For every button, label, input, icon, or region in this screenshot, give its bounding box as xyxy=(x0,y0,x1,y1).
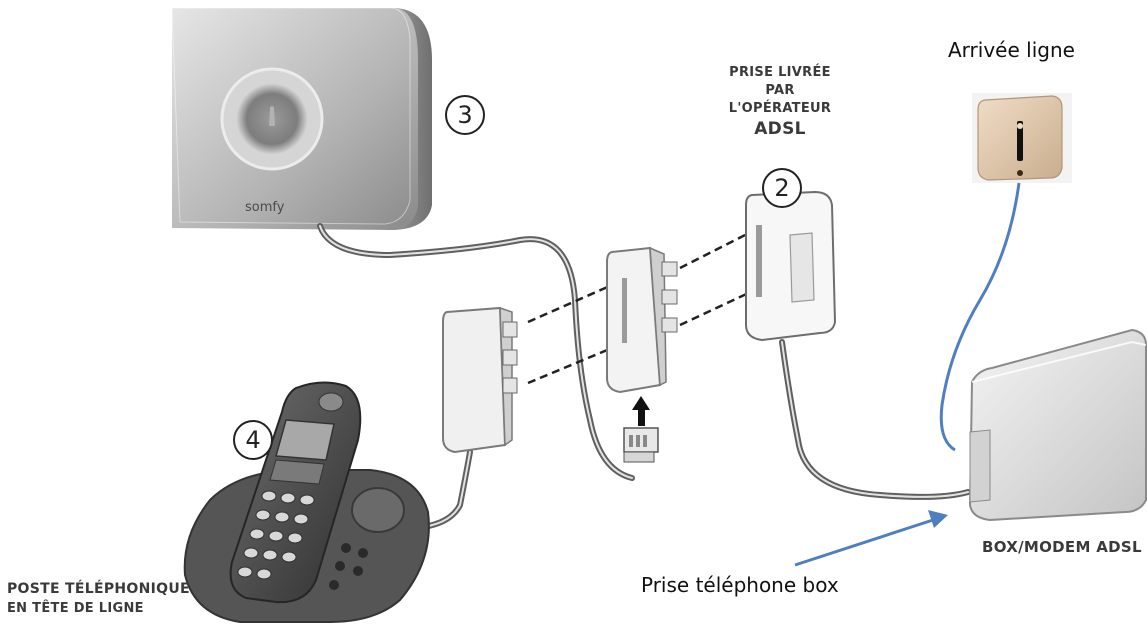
prise-operateur-line-4: ADSL xyxy=(754,119,806,139)
marker-4: 4 xyxy=(233,420,273,460)
prise-box-arrowhead-icon xyxy=(928,510,948,528)
prise-box-arrow-line xyxy=(794,518,934,567)
phone-keypad xyxy=(237,490,315,580)
connection-lines xyxy=(527,228,756,385)
operator-outlet xyxy=(745,190,837,342)
wall-outlet xyxy=(972,93,1072,183)
adsl-modem xyxy=(968,328,1147,522)
arrivee-ligne-label: Arrivée ligne xyxy=(948,38,1075,62)
somfy-device xyxy=(171,7,432,230)
poste-telephonique-line-2: EN TÊTE DE LIGNE xyxy=(7,601,144,616)
prise-operateur-line-3: L'OPÉRATEUR xyxy=(728,101,832,116)
adapter-middle xyxy=(606,246,678,394)
phone-display xyxy=(275,419,335,461)
rj-plug xyxy=(623,427,659,463)
prise-operateur-line-1: PRISE LIVRÉE xyxy=(729,65,831,80)
cables xyxy=(317,223,971,531)
prise-operateur-line-2: PAR xyxy=(765,83,795,98)
adapter-left xyxy=(442,306,518,454)
telephone xyxy=(183,381,430,623)
poste-telephonique-label: POSTE TÉLÉPHONIQUE EN TÊTE DE LIGNE xyxy=(7,580,190,618)
somfy-brand-text: somfy xyxy=(245,200,285,215)
marker-2: 2 xyxy=(762,168,802,208)
prise-telephone-box-label: Prise téléphone box xyxy=(641,573,839,597)
arrivee-ligne-line xyxy=(939,182,1021,452)
marker-3: 3 xyxy=(445,95,485,135)
box-modem-label: BOX/MODEM ADSL xyxy=(982,538,1142,556)
prise-operateur-label: PRISE LIVRÉE PAR L'OPÉRATEUR ADSL xyxy=(700,64,860,138)
poste-telephonique-line-1: POSTE TÉLÉPHONIQUE xyxy=(7,581,190,597)
blue-annotations xyxy=(794,182,1021,567)
speaker-grille xyxy=(351,487,405,533)
insert-arrow-icon xyxy=(632,396,650,426)
